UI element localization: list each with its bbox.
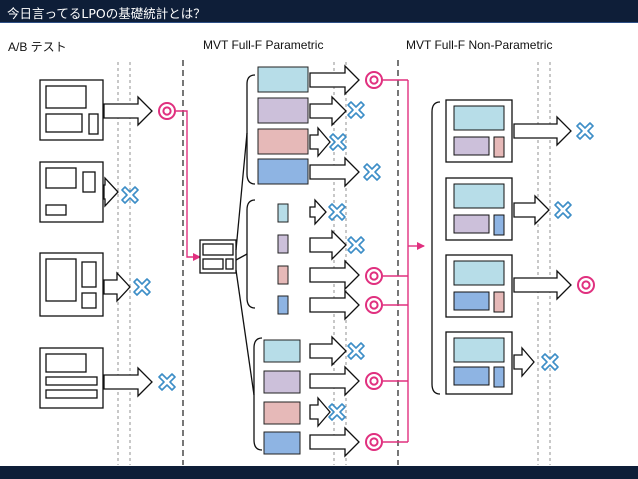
ab-variant-3 — [39, 252, 104, 317]
flow-line-ab-to-parametric — [176, 110, 201, 261]
factor-brackets — [235, 74, 263, 451]
section-dividers — [182, 60, 399, 465]
mvt-page-icon — [199, 239, 237, 274]
footer-bar — [0, 466, 638, 479]
factor-box — [257, 158, 309, 185]
cross-icon — [347, 342, 365, 360]
title-bar: 今日言ってるLPOの基礎統計とは？ — [0, 0, 638, 23]
factor-box — [263, 401, 301, 425]
cross-icon — [133, 278, 151, 296]
parametric-arrows-2 — [309, 198, 360, 321]
parametric-group-1 — [257, 66, 309, 185]
factor-box — [277, 265, 289, 285]
ab-variant-2 — [39, 161, 104, 223]
factor-box — [277, 203, 289, 223]
parametric-arrows-3 — [309, 335, 360, 458]
ab-variant-1 — [39, 79, 104, 141]
double-circle-icon — [365, 296, 383, 314]
np-variant-2 — [445, 177, 513, 241]
ab-arrows — [103, 95, 153, 398]
np-arrows — [513, 115, 572, 378]
section-label-nonparametric: MVT Full-F Non-Parametric — [406, 38, 553, 52]
factor-box — [277, 234, 289, 254]
flow-line-parametric-to-nonparametric — [383, 79, 425, 443]
factor-box — [263, 370, 301, 394]
ab-variant-4 — [39, 347, 104, 409]
np-variant-1 — [445, 99, 513, 163]
double-circle-icon — [365, 433, 383, 451]
cross-icon — [347, 101, 365, 119]
cross-icon — [576, 122, 594, 140]
nonparametric-bracket — [431, 101, 441, 395]
cross-icon — [158, 373, 176, 391]
factor-box — [263, 431, 301, 455]
factor-box — [263, 339, 301, 363]
section-label-parametric: MVT Full-F Parametric — [203, 38, 324, 52]
double-circle-icon — [365, 267, 383, 285]
slide-title: 今日言ってるLPOの基礎統計とは？ — [7, 6, 206, 21]
double-circle-icon — [365, 71, 383, 89]
double-circle-icon — [365, 372, 383, 390]
double-circle-icon — [158, 102, 176, 120]
cross-icon — [363, 163, 381, 181]
cross-icon — [554, 201, 572, 219]
factor-box — [257, 97, 309, 124]
factor-box — [257, 66, 309, 93]
cross-icon — [328, 403, 346, 421]
cross-icon — [329, 133, 347, 151]
parametric-group-2 — [277, 203, 289, 315]
factor-box — [257, 128, 309, 155]
parametric-results — [328, 71, 383, 451]
cross-icon — [328, 203, 346, 221]
np-variant-4 — [445, 331, 513, 395]
double-circle-icon — [577, 276, 595, 294]
parametric-arrows-1 — [309, 64, 360, 188]
np-variant-3 — [445, 254, 513, 318]
factor-box — [277, 295, 289, 315]
section-label-ab-test: A/B テスト — [8, 40, 67, 54]
cross-icon — [347, 236, 365, 254]
parametric-group-3 — [263, 339, 301, 455]
